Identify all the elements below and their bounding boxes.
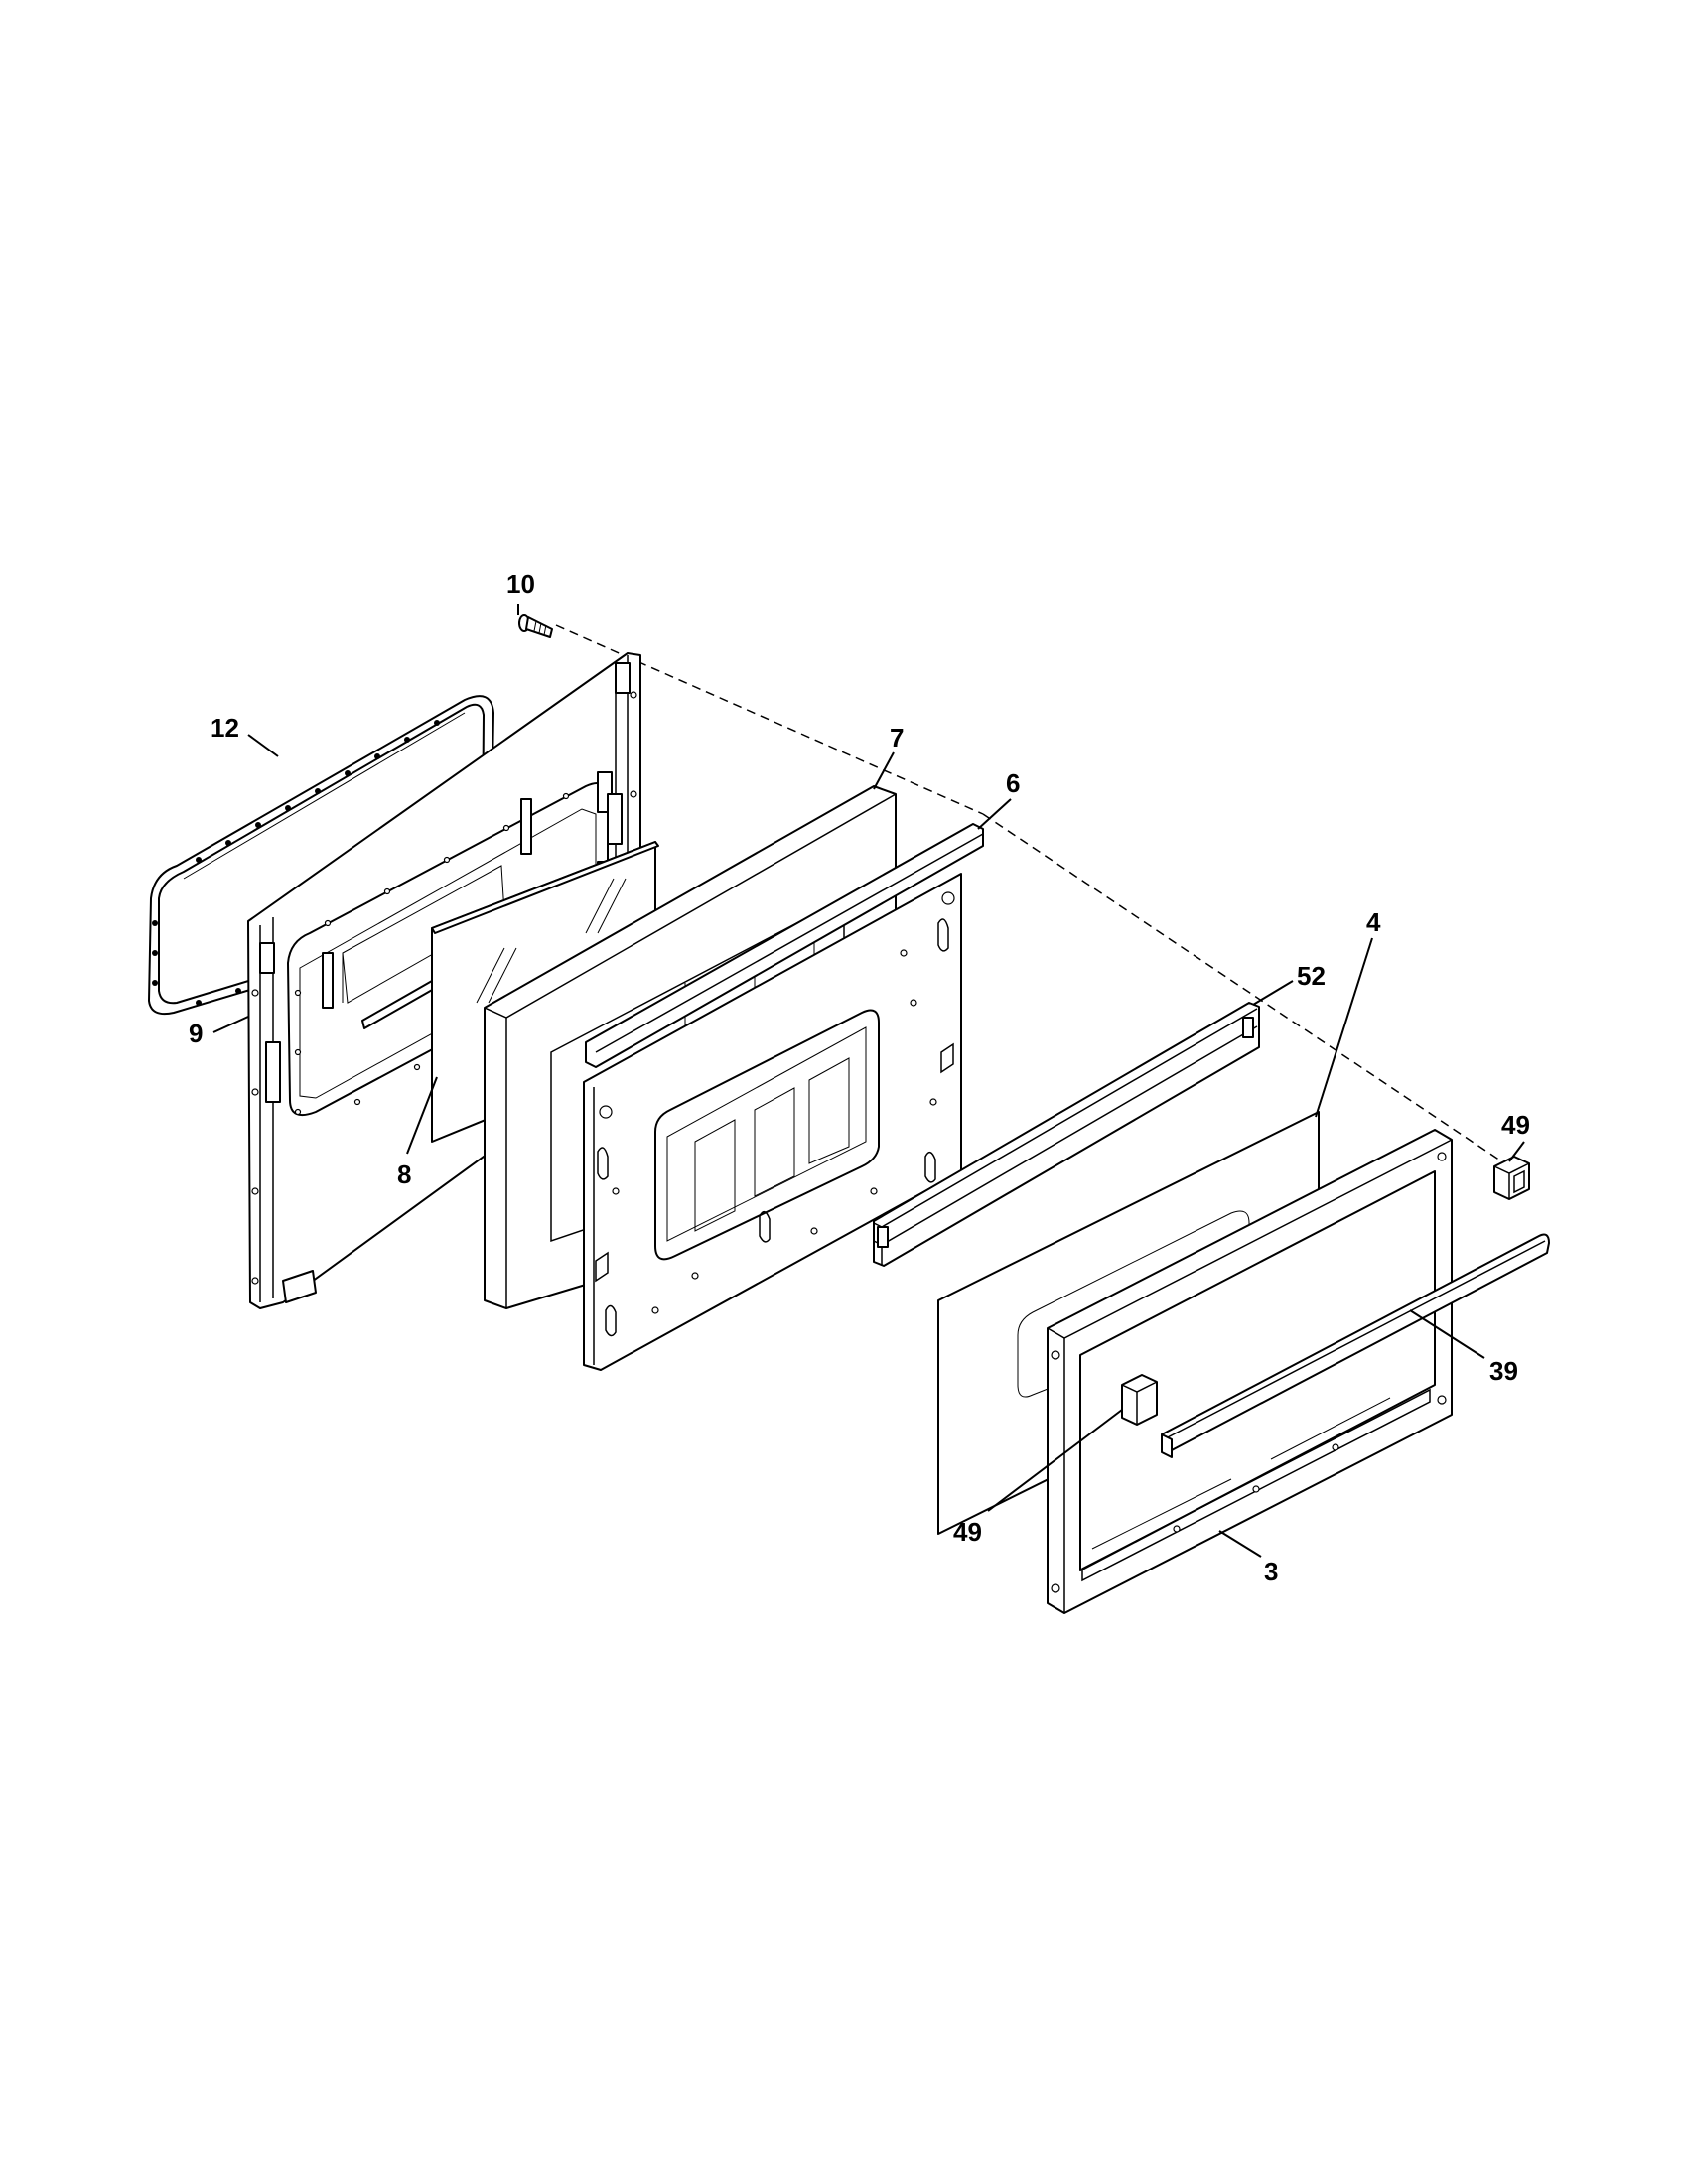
- callout-49-bottom: 49: [953, 1517, 982, 1547]
- gasket-clips: [152, 720, 492, 1006]
- leader-lines: [212, 604, 1525, 1558]
- callout-8: 8: [397, 1160, 411, 1189]
- part-12-door-gasket: [148, 695, 494, 1016]
- callout-12: 12: [211, 713, 239, 743]
- callout-52: 52: [1297, 961, 1326, 991]
- callout-10: 10: [506, 569, 535, 599]
- part-6-inner-panel: [583, 823, 984, 1371]
- part-10-screw: [518, 614, 553, 638]
- callout-3: 3: [1264, 1557, 1278, 1586]
- part-52-top-trim: [873, 1002, 1260, 1267]
- part-3-outer-door-frame: [1047, 1129, 1453, 1614]
- callout-9: 9: [189, 1019, 203, 1048]
- callout-labels: 10 12 7 6 52 4 49 9 8 39 49 3: [189, 569, 1530, 1586]
- callout-7: 7: [890, 723, 904, 752]
- liner-screw-holes: [251, 691, 637, 1285]
- callout-39: 39: [1489, 1356, 1518, 1386]
- callout-4: 4: [1366, 907, 1381, 937]
- part-49-end-cap-upper: [1493, 1156, 1530, 1200]
- part-49-end-cap-lower: [1121, 1374, 1158, 1426]
- callout-6: 6: [1006, 768, 1020, 798]
- part-39-handle: [1161, 1233, 1550, 1458]
- callout-49-right: 49: [1501, 1110, 1530, 1140]
